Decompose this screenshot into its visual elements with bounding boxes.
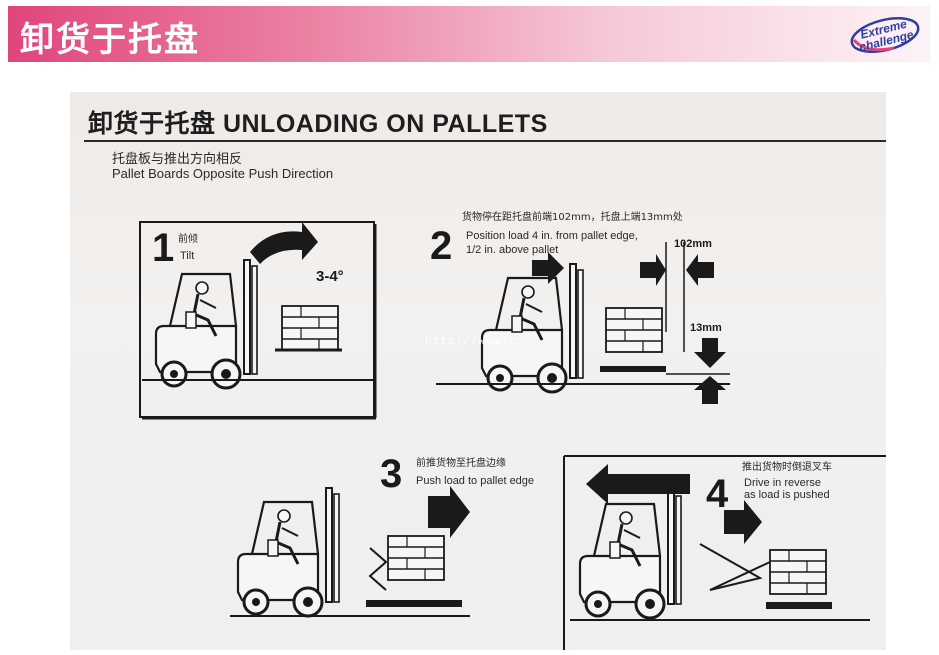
down-arrow-icon (694, 338, 726, 368)
step-3-number: 3 (380, 452, 403, 496)
step-2-label-en-2: 1/2 in. above pallet (466, 244, 559, 256)
step-2-label-zh: 货物停在距托盘前端102mm，托盘上端13mm处 (462, 212, 683, 223)
title-divider (84, 140, 886, 142)
step-2-dimension-13mm: 13mm (690, 322, 722, 334)
step-1-tilt-angle: 3-4° (316, 268, 344, 285)
step-3-panel (230, 486, 470, 618)
left-arrow-icon (686, 254, 714, 286)
header-banner: 卸货于托盘 Extreme challenge (8, 6, 930, 62)
push-forward-arrow-icon (724, 500, 762, 544)
poster-title: 卸货于托盘 UNLOADING ON PALLETS (88, 110, 548, 138)
instruction-poster: 卸货于托盘 UNLOADING ON PALLETS 托盘板与推出方向相反 Pa… (70, 92, 886, 650)
extreme-challenge-logo: Extreme challenge (846, 10, 924, 60)
push-load-arrow-icon (428, 486, 470, 538)
logo-swoosh-icon (850, 17, 920, 53)
reverse-arrow-icon (586, 464, 690, 504)
step-2-label-en-1: Position load 4 in. from pallet edge, (466, 230, 638, 242)
step-1-panel (139, 221, 377, 420)
step-1-label-en: Tilt (180, 250, 195, 262)
subtitle-english: Pallet Boards Opposite Push Direction (112, 166, 334, 181)
step-3-label-en: Push load to pallet edge (416, 475, 535, 487)
step-2-number: 2 (430, 224, 453, 268)
step-2-dimension-102mm: 102mm (674, 238, 712, 250)
tilt-arrow-icon (250, 222, 318, 264)
step-4-panel (563, 455, 886, 650)
step-4-label-zh: 推出货物时倒退叉车 (742, 462, 832, 473)
url-watermark: http://www.c… (425, 334, 525, 347)
step-1-label-zh: 前倾 (178, 234, 198, 245)
step-4-label-en-2: as load is pushed (744, 489, 830, 501)
right-arrow-icon (640, 254, 666, 286)
subtitle-chinese: 托盘板与推出方向相反 (112, 152, 243, 167)
page-title: 卸货于托盘 (20, 20, 200, 60)
push-arrow-icon (532, 252, 564, 284)
step-4-label-en-1: Drive in reverse (744, 477, 822, 489)
forklift-illustrations (139, 221, 886, 650)
up-arrow-icon (694, 376, 726, 404)
step-4-number: 4 (706, 472, 729, 516)
step-2-panel (436, 242, 730, 404)
step-1-number: 1 (152, 226, 175, 270)
step-3-label-zh: 前推货物至托盘边缘 (416, 458, 506, 469)
